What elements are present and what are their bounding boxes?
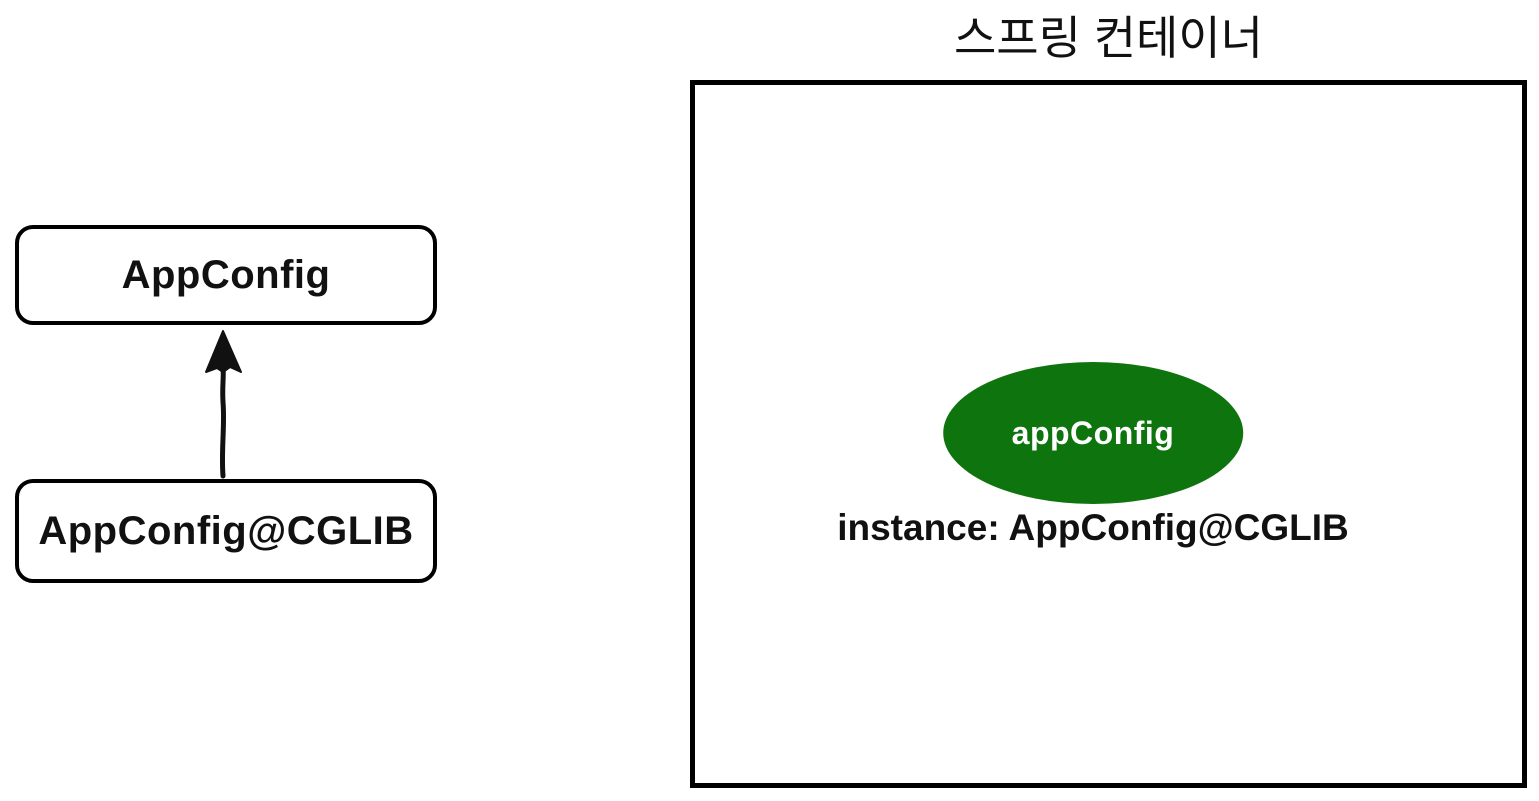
appconfig-cglib-class-label: AppConfig@CGLIB [38, 508, 414, 553]
bean-instance-label: instance: AppConfig@CGLIB [837, 507, 1349, 548]
bean-ellipse: appConfig [942, 362, 1243, 504]
spring-container-title: 스프링 컨테이너 [953, 12, 1264, 64]
inheritance-arrow-icon [205, 330, 242, 479]
appconfig-class-box: AppConfig [15, 225, 437, 325]
appconfig-class-label: AppConfig [121, 252, 331, 297]
spring-container-box: appConfig instance: AppConfig@CGLIB [690, 80, 1527, 788]
bean-group: appConfig instance: AppConfig@CGLIB [837, 362, 1349, 549]
bean-name-label: appConfig [1011, 414, 1175, 451]
appconfig-cglib-class-box: AppConfig@CGLIB [15, 479, 437, 583]
